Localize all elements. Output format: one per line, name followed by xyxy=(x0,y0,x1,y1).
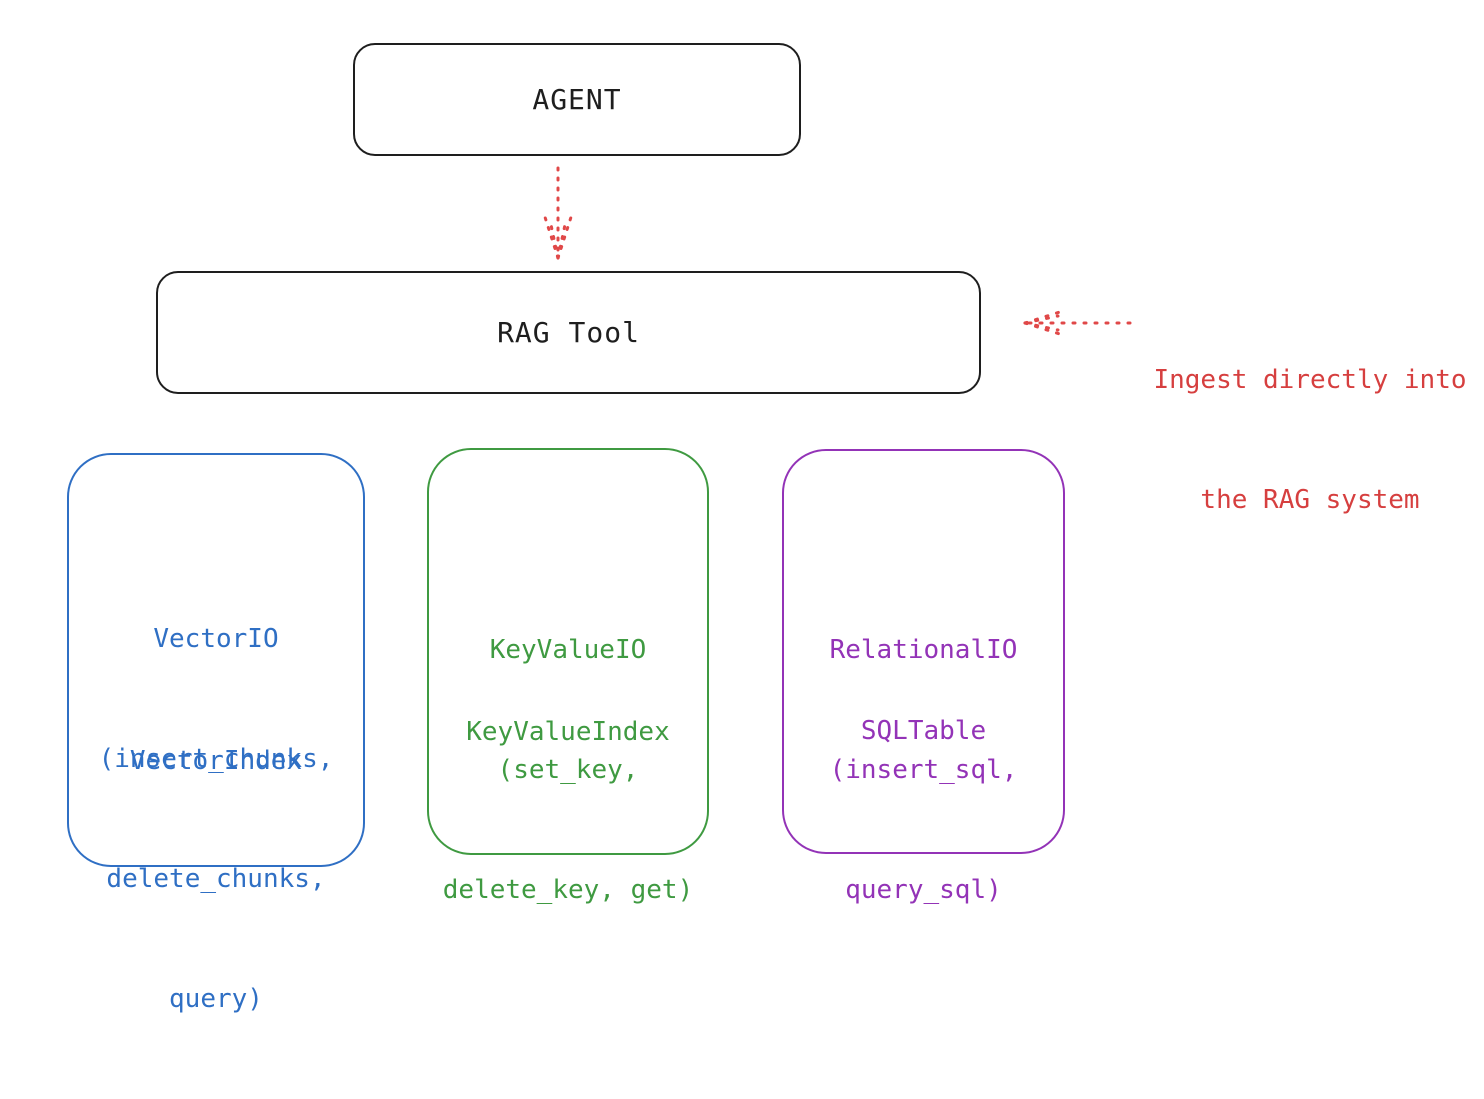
rag-tool-label: RAG Tool xyxy=(497,316,640,349)
vector-io-text: VectorIO (insert_chunks, delete_chunks, … xyxy=(69,539,363,1099)
ingest-note-line: the RAG system xyxy=(1200,485,1420,515)
key-value-index-label: KeyValueIndex xyxy=(466,717,670,747)
key-value-io-text: KeyValueIO (set_key, delete_key, get) xyxy=(429,550,707,990)
relational-store-box[interactable]: RelationalIO (insert_sql, query_sql) SQL… xyxy=(782,449,1065,905)
agent-label: AGENT xyxy=(532,83,622,116)
relational-io-line: (insert_sql, xyxy=(829,755,1018,785)
key-value-io-line: KeyValueIO xyxy=(489,635,647,665)
ingest-arrow xyxy=(1023,308,1132,338)
vector-io-line: (insert_chunks, xyxy=(98,744,334,774)
key-value-store-box[interactable]: KeyValueIO (set_key, delete_key, get) Ke… xyxy=(427,448,709,905)
sql-table-label: SQLTable xyxy=(860,716,987,746)
relational-io-text: RelationalIO (insert_sql, query_sql) xyxy=(784,550,1063,990)
rag-tool-box[interactable]: RAG Tool xyxy=(156,271,981,394)
key-value-io-line: (set_key, xyxy=(497,755,639,785)
agent-to-rag-arrow xyxy=(542,166,574,260)
relational-io-line: query_sql) xyxy=(845,875,1002,905)
agent-box[interactable]: AGENT xyxy=(353,43,801,156)
vector-io-line: delete_chunks, xyxy=(106,864,326,894)
connector-layer xyxy=(542,166,1132,338)
vector-io-line: VectorIO xyxy=(153,624,279,654)
ingest-note-line: Ingest directly into xyxy=(1153,365,1467,395)
relational-io-line: RelationalIO xyxy=(829,635,1018,665)
key-value-io-line: delete_key, get) xyxy=(442,875,694,905)
vector-index-label: VectorIndex xyxy=(129,746,303,776)
vector-io-line: query) xyxy=(169,984,263,1014)
ingest-note: Ingest directly into the RAG system xyxy=(1140,280,1480,560)
vector-store-box[interactable]: VectorIO (insert_chunks, delete_chunks, … xyxy=(67,453,365,1014)
